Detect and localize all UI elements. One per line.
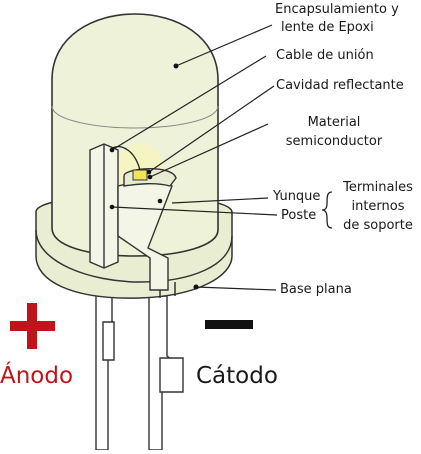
label-anode: Ánodo [0,363,74,389]
label-bond-wire: Cable de unión [276,48,374,63]
plus-sign [10,303,55,349]
leader-lines [111,24,278,291]
label-reflective-cavity: Cavidad reflectante [276,78,404,93]
label-terminals: Terminales [343,180,413,195]
brace [321,191,333,229]
dome-rim-line [51,105,219,129]
label-material: Material [307,115,361,130]
label-epoxy-lens: lente de Epoxi [281,20,374,35]
minus-sign [205,320,253,329]
label-cathode: Cátodo [196,363,278,389]
cathode-lead [148,295,184,451]
label-semiconductor: semiconductor [285,134,383,149]
label-support: de soporte [343,218,413,233]
leader-dots [109,63,199,290]
semiconductor-chip [132,169,148,181]
label-internal: internos [351,199,405,214]
post [89,143,119,269]
label-encapsulation: Encapsulamiento y [275,2,399,17]
label-post: Poste [281,208,317,223]
label-anvil: Yunque [273,189,321,204]
label-flat-base: Base plana [280,282,352,297]
anode-lead [95,289,115,451]
